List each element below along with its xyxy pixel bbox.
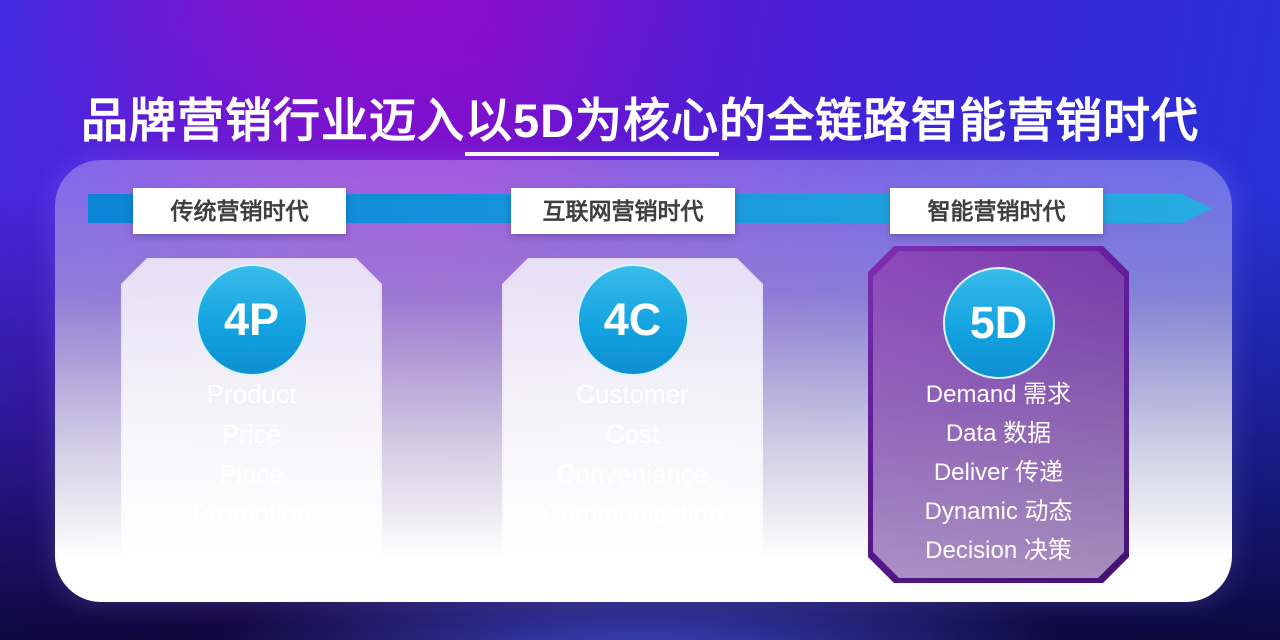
card-5d-items: Demand 需求 Data 数据 Deliver 传递 Dynamic 动态 …: [873, 375, 1124, 570]
card-item: Communication: [542, 499, 723, 529]
card-item: Customer: [576, 379, 689, 409]
badge-4p-label: 4P: [223, 294, 280, 345]
card-item: Promotion: [192, 499, 311, 529]
card-item: Convenience: [556, 459, 709, 489]
title-prefix: 品牌营销行业迈入: [80, 94, 465, 147]
card-item: Dynamic 动态: [924, 498, 1073, 525]
badge-5d: 5D: [943, 267, 1055, 379]
card-4p-body: 4P Product Price Place Promotion: [123, 260, 380, 581]
card-item: Price: [221, 419, 282, 449]
badge-5d-label: 5D: [969, 297, 1028, 348]
card-5d: 5D Demand 需求 Data 数据 Deliver 传递 Dynamic …: [868, 246, 1129, 583]
title-highlight: 以5D为核心: [464, 94, 720, 156]
card-4p-items: Product Price Place Promotion: [123, 374, 380, 534]
era-label-internet: 互联网营销时代: [511, 188, 735, 234]
badge-4p: 4P: [196, 264, 308, 376]
card-item: Deliver 传递: [933, 459, 1064, 486]
card-4c: 4C Customer Cost Convenience Communicati…: [502, 258, 763, 583]
slide-title: 品牌营销行业迈入以5D为核心的全链路智能营销时代: [0, 82, 1280, 156]
badge-4c-label: 4C: [603, 294, 662, 345]
card-item: Cost: [605, 419, 660, 449]
card-4c-body: 4C Customer Cost Convenience Communicati…: [504, 260, 761, 581]
era-label-internet-text: 互联网营销时代: [542, 198, 704, 224]
era-label-intelligent-text: 智能营销时代: [927, 198, 1066, 224]
era-label-traditional-text: 传统营销时代: [170, 198, 309, 224]
era-label-intelligent: 智能营销时代: [890, 188, 1103, 234]
card-item: Product: [206, 379, 297, 409]
card-item: Data 数据: [945, 420, 1052, 447]
era-label-traditional: 传统营销时代: [133, 188, 346, 234]
card-item: Decision 决策: [925, 537, 1072, 564]
card-5d-body: 5D Demand 需求 Data 数据 Deliver 传递 Dynamic …: [873, 251, 1124, 578]
badge-4c: 4C: [577, 264, 689, 376]
card-4c-items: Customer Cost Convenience Communication: [504, 374, 761, 534]
card-item: Place: [218, 459, 285, 489]
title-suffix: 的全链路智能营销时代: [719, 94, 1200, 147]
card-item: Demand 需求: [925, 381, 1072, 408]
card-4p: 4P Product Price Place Promotion: [121, 258, 382, 583]
